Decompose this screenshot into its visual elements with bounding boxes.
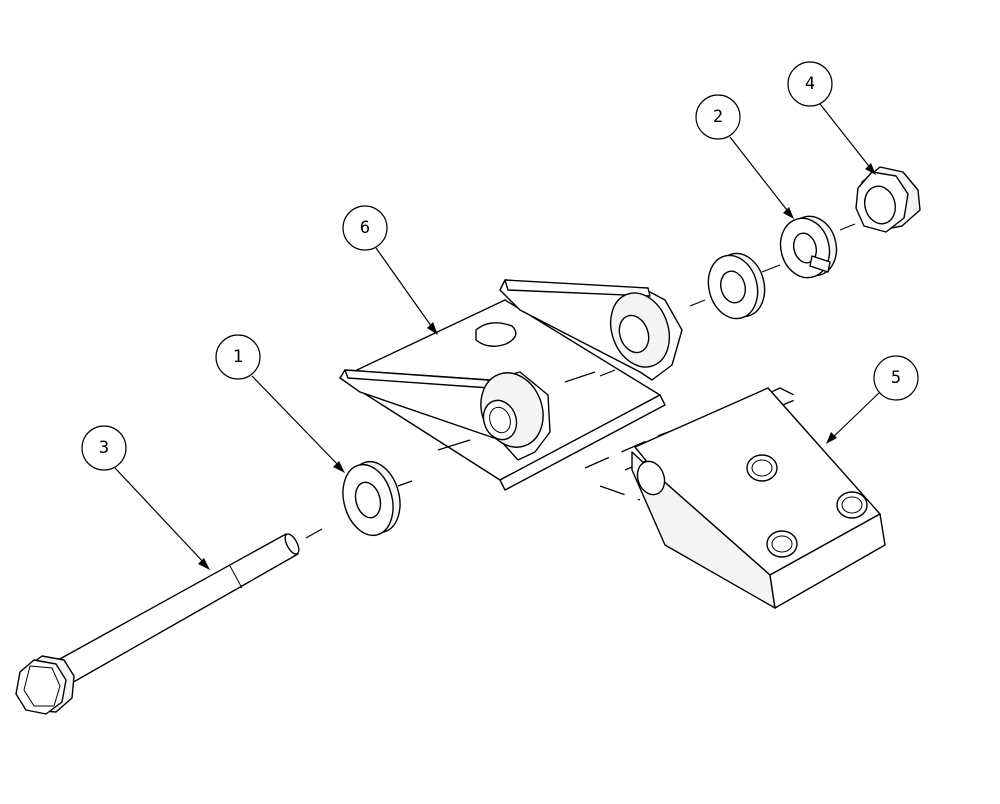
balloon-2-label: 2 xyxy=(713,107,723,127)
mounting-block-part-5 xyxy=(584,387,886,609)
callout-6: 6 xyxy=(342,205,438,335)
balloon-4-label: 4 xyxy=(805,74,815,94)
balloon-2 xyxy=(695,94,741,140)
balloon-5-label: 5 xyxy=(891,368,901,388)
balloon-1-label: 1 xyxy=(233,347,243,367)
callout-4: 4 xyxy=(787,61,876,175)
hex-nut-part-4 xyxy=(855,166,921,233)
balloon-3 xyxy=(81,425,127,471)
balloon-1 xyxy=(215,334,261,380)
balloon-6 xyxy=(342,205,388,251)
balloon-5 xyxy=(873,355,919,401)
lock-washer-part-2 xyxy=(779,215,856,279)
balloon-3-label: 3 xyxy=(99,438,109,458)
callout-2: 2 xyxy=(695,94,794,219)
balloon-6-label: 6 xyxy=(360,218,370,238)
flat-washer-right xyxy=(689,252,781,320)
callout-5: 5 xyxy=(826,355,919,444)
hex-bolt-part-3 xyxy=(15,528,323,715)
bracket-part-6 xyxy=(339,279,683,491)
callout-1: 1 xyxy=(215,334,345,473)
flat-washer-part-1 xyxy=(342,460,413,537)
balloon-4 xyxy=(787,61,833,107)
callout-3: 3 xyxy=(81,425,210,570)
